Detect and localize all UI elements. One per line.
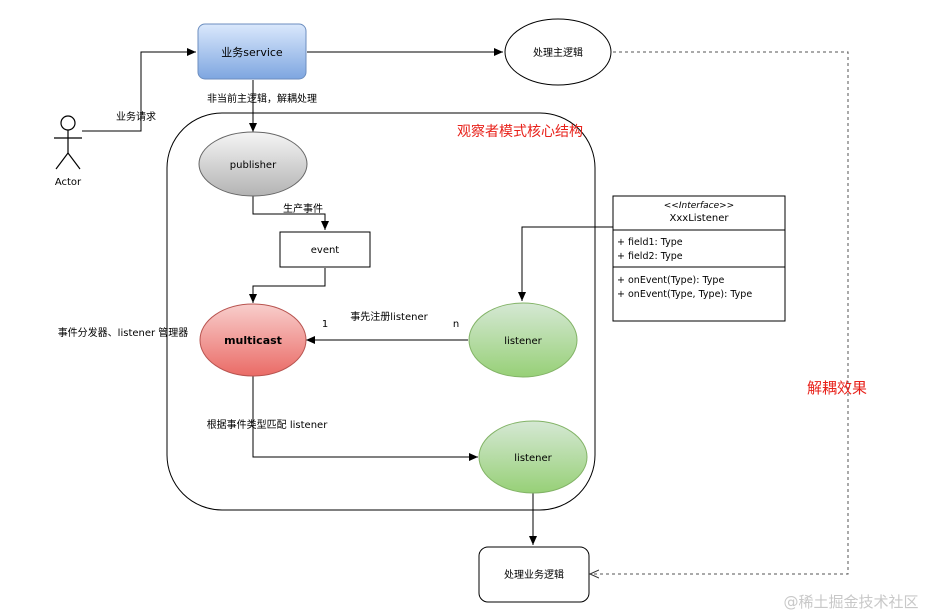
edge-produce [252,196,329,230]
uml-field-2: + field2: Type [617,251,683,262]
business-logic-node [478,546,590,603]
edge-event-multicast [249,268,326,303]
decouple-effect-label: 解耦效果 [807,379,867,397]
multicast-node [199,303,307,377]
listener-bottom-node [478,420,588,494]
core-structure-title: 观察者模式核心结构 [457,123,583,140]
core-structure-container [166,112,596,511]
uml-method-1: + onEvent(Type): Type [617,275,724,286]
actor-label: Actor [55,177,82,188]
edge-label-produce: 生产事件 [283,202,323,215]
edge-label-decouple: 非当前主逻辑，解耦处理 [207,92,317,105]
edge-label-request: 业务请求 [116,110,156,123]
multicast-description: 事件分发器、listener 管理器 [58,326,189,339]
service-node [197,23,307,80]
actor-icon [54,115,82,170]
edge-match [252,376,478,461]
uml-interface-box: <<Interface>> XxxListener + field1: Type… [612,195,786,322]
multicast-label: multicast [224,334,282,347]
edge-label-mult-one: 1 [322,319,328,330]
uml-stereotype: <<Interface>> [664,201,734,211]
event-node [279,231,371,268]
event-label: event [311,245,340,256]
publisher-node [198,131,308,197]
publisher-label: publisher [230,160,277,171]
listener-top-node [468,302,578,378]
edge-interface-listener [518,226,613,301]
listener-top-label: listener [504,336,542,347]
uml-field-1: + field1: Type [617,237,683,248]
service-label: 业务service [221,46,283,59]
business-logic-label: 处理业务逻辑 [504,568,564,581]
uml-name: XxxListener [670,213,730,224]
edge-request [82,48,196,132]
uml-method-2: + onEvent(Type, Type): Type [617,289,752,300]
edge-label-match: 根据事件类型匹配 listener [207,418,329,431]
watermark: @稀土掘金技术社区 [783,593,918,611]
main-logic-label: 处理主逻辑 [533,46,583,59]
edge-label-mult-n: n [453,319,459,330]
main-logic-node [504,18,612,86]
listener-bottom-label: listener [514,453,552,464]
edge-label-register: 事先注册listener [350,310,428,323]
